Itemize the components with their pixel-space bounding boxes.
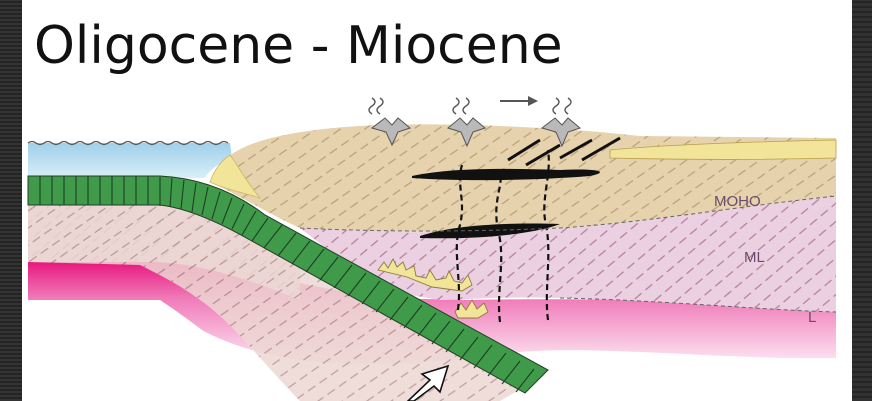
- moho-label: MOHO: [714, 193, 761, 210]
- extension-arrow: [500, 96, 538, 106]
- l-label: L: [808, 309, 816, 326]
- volcanic-plumes: [369, 98, 571, 114]
- ml-label: ML: [744, 249, 765, 266]
- sea: [28, 143, 232, 178]
